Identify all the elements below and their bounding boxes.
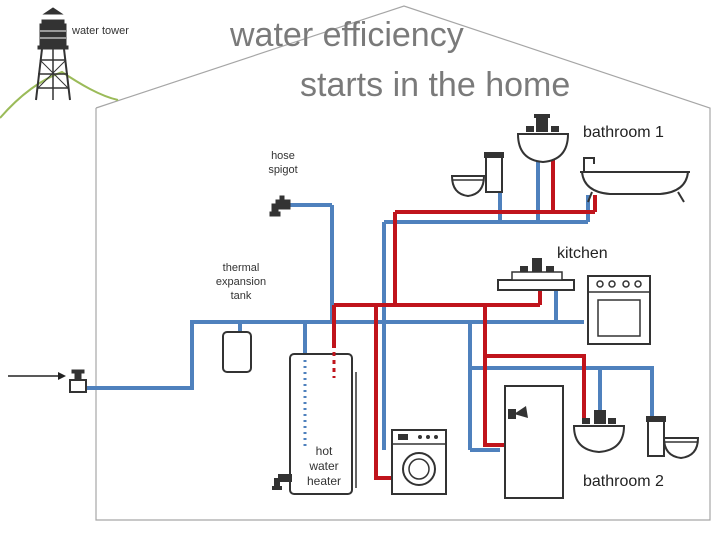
- stove-icon: [587, 275, 651, 345]
- title-line-2: starts in the home: [300, 66, 571, 104]
- water-supply-arrow-icon: [8, 372, 66, 380]
- water-heater-label-line: water: [309, 459, 339, 473]
- title-line-1: water efficiency: [230, 16, 464, 54]
- water-tower-icon: [35, 7, 71, 101]
- toilet-icon-bathroom2: [646, 416, 700, 460]
- hose-spigot-label-line: hose: [271, 150, 295, 162]
- main-valve-icon: [69, 369, 87, 393]
- thermal-tank-label-line: tank: [230, 289, 252, 302]
- water-tower-label: water tower: [72, 25, 129, 37]
- water-heater-label-line: heater: [306, 474, 342, 488]
- hose-spigot-icon: [269, 195, 291, 217]
- water-heater-icon: [289, 352, 357, 495]
- hose-spigot-label: hose spigot: [258, 150, 308, 178]
- thermal-tank-label: thermal expansion tank: [208, 262, 274, 303]
- water-heater-label-line: hot: [315, 444, 333, 458]
- hose-spigot-label-line: spigot: [268, 163, 298, 176]
- bathroom-2-label: bathroom 2: [583, 473, 664, 490]
- thermal-tank-label-line: expansion: [215, 275, 267, 288]
- kitchen-label: kitchen: [557, 245, 608, 262]
- water-heater-label: hot water heater: [296, 444, 352, 489]
- bathroom-1-label: bathroom 1: [583, 124, 664, 141]
- toilet-icon-bathroom1: [450, 152, 504, 198]
- thermal-tank-label-line: thermal: [222, 262, 260, 274]
- sink-icon-bathroom1: [516, 114, 570, 164]
- terrain-line: [0, 70, 119, 119]
- bathtub-icon: [580, 157, 690, 203]
- thermal-expansion-tank-icon: [222, 331, 252, 373]
- kitchen-sink-icon: [497, 258, 575, 291]
- hot-water-pipes: [332, 160, 597, 480]
- sink-icon-bathroom2: [572, 410, 626, 454]
- heater-drain-spigot-icon: [272, 474, 292, 490]
- house-outline: [95, 5, 711, 521]
- shower-icon: [504, 385, 564, 499]
- washing-machine-icon: [391, 429, 447, 495]
